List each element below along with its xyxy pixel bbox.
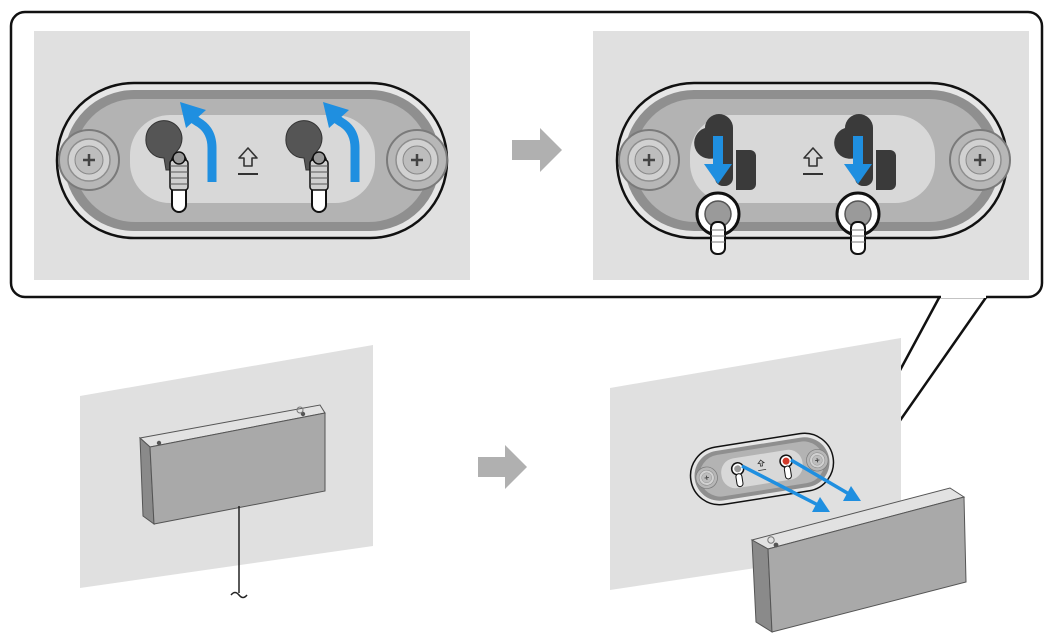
direction-marker xyxy=(238,147,258,175)
step-2-detail-panel xyxy=(593,31,1029,280)
left-screw-icon xyxy=(57,128,121,192)
right-screw-icon xyxy=(385,128,449,192)
step-arrow-top-icon xyxy=(512,128,562,172)
step-1-wall-scene xyxy=(80,345,373,599)
left-curved-arrow-icon xyxy=(189,114,217,182)
device-box xyxy=(138,404,326,526)
device-box xyxy=(750,487,967,633)
power-cable xyxy=(230,506,248,599)
left-down-arrow-icon xyxy=(704,136,732,184)
right-keyhole xyxy=(285,120,329,213)
direction-marker xyxy=(803,147,823,175)
mounting-arrows xyxy=(741,458,861,512)
step-arrow-bottom-icon xyxy=(478,445,527,489)
right-curved-arrow-icon xyxy=(332,114,360,182)
device-front xyxy=(767,496,967,633)
left-keyhole xyxy=(145,120,189,213)
device-front xyxy=(149,412,326,525)
left-screw-icon xyxy=(617,128,681,192)
right-screw-icon xyxy=(948,128,1012,192)
small-wall-bracket xyxy=(689,432,835,506)
right-down-arrow-icon xyxy=(844,136,872,184)
step-1-detail-panel xyxy=(34,31,470,280)
right-curved-arrowhead xyxy=(323,102,349,128)
step-2-wall-scene xyxy=(610,338,967,633)
left-curved-arrowhead xyxy=(180,102,206,128)
